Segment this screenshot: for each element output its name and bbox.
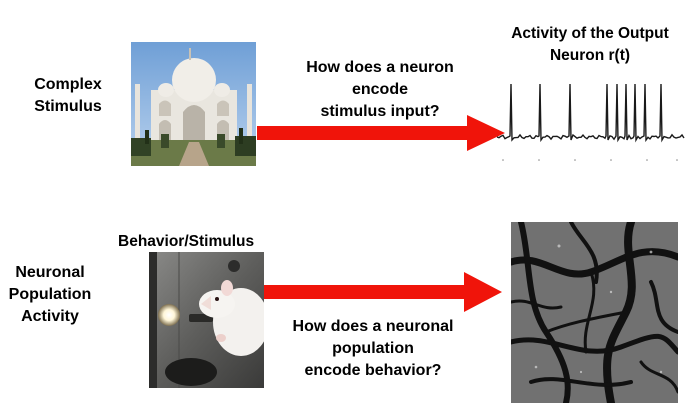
taj-mahal-photo xyxy=(131,42,256,166)
arrow-shape xyxy=(264,272,502,312)
spike-train-trace xyxy=(496,83,685,161)
arrow-stimulus-to-neuron xyxy=(257,115,505,151)
complex-stimulus-label: Complex Stimulus xyxy=(34,76,102,115)
arrow-behavior-to-population xyxy=(264,272,502,312)
question-neuron-encode: How does a neuron encode stimulus input? xyxy=(306,59,454,120)
membrane-voltage-trace xyxy=(496,83,685,143)
rat-behavior-photo xyxy=(149,252,264,388)
question-population-encode: How does a neuronal population encode be… xyxy=(292,318,454,379)
neuronal-population-activity-label: Neuronal Population Activity xyxy=(8,264,92,325)
output-activity-title: Activity of the Output Neuron r(t) xyxy=(511,25,669,64)
two-photon-vasculature-image xyxy=(511,222,678,403)
behavior-stimulus-title: Behavior/Stimulus xyxy=(118,233,255,250)
arrow-shape xyxy=(257,115,505,151)
